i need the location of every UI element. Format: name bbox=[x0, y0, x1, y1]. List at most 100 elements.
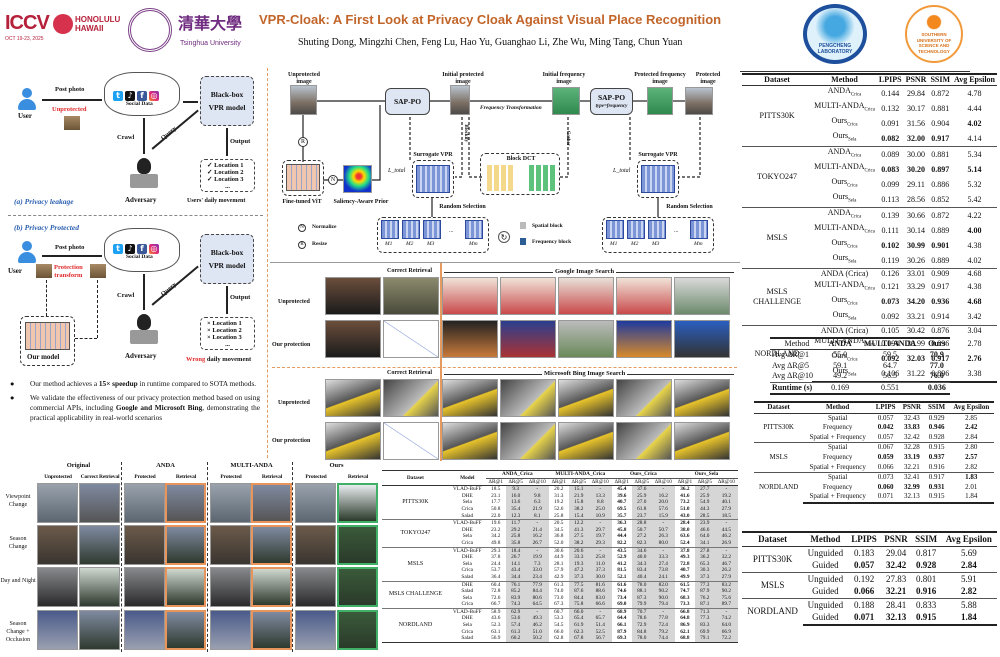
value-cell: 0.916 bbox=[928, 462, 945, 471]
dashed-link bbox=[75, 338, 97, 339]
arrow bbox=[183, 101, 198, 103]
fine-tuned-vit bbox=[286, 164, 320, 191]
group-header: Ours_Crica bbox=[611, 470, 675, 479]
value-cell: 51.0 bbox=[680, 505, 690, 512]
column-header: SSIM bbox=[911, 531, 941, 547]
value-cell: 66.7 bbox=[491, 601, 501, 608]
value-cell: 68.9 bbox=[611, 607, 632, 616]
column-header: PSNR bbox=[880, 531, 912, 547]
value-cell: 61.5 bbox=[674, 580, 695, 589]
method-subscript: Crica bbox=[850, 215, 862, 220]
value-cell: 72.8 bbox=[491, 588, 501, 595]
metric-header: ΔR@5 bbox=[571, 478, 586, 485]
value-cell: 0.801 bbox=[911, 571, 941, 585]
dashed-link bbox=[46, 280, 47, 316]
value-cell: - bbox=[651, 607, 675, 616]
value-cell: 79.1 bbox=[694, 635, 715, 643]
method-cell: Spatial + Frequency bbox=[803, 463, 872, 473]
value-cell: 63.6 bbox=[680, 533, 690, 540]
value-cell: 66.9 bbox=[714, 628, 738, 636]
value-cell: 32.42 bbox=[885, 560, 907, 570]
row-label: Viewpoint Change bbox=[5, 494, 31, 508]
tsinghua-name: Tsinghua University bbox=[180, 40, 241, 47]
method-subscript: Sela bbox=[848, 316, 857, 322]
value-cell: 33.0 bbox=[525, 567, 549, 574]
google-label: Google Image Search bbox=[553, 268, 617, 275]
social-icons: t♪f◎ bbox=[112, 238, 160, 256]
row-label: Season Change + Occlusion bbox=[5, 621, 31, 643]
value-cell: 32.13 bbox=[899, 492, 925, 504]
value-cell: 51.4 bbox=[588, 622, 612, 629]
block-dct-label: Block DCT bbox=[506, 156, 536, 162]
value-cell: 62.1 bbox=[680, 628, 690, 635]
value-cell: 79.4 bbox=[651, 601, 675, 609]
value-cell: 64.0 bbox=[714, 622, 738, 629]
value-cell: 1.84 bbox=[940, 611, 997, 626]
value-cell: 27.8 bbox=[694, 546, 715, 555]
resize-icon: R bbox=[298, 137, 308, 147]
method-name: ANDA bbox=[827, 208, 851, 218]
retrieval-image bbox=[79, 525, 120, 565]
value-cell: 66.6 bbox=[588, 601, 612, 609]
adversary-label: Adversary bbox=[125, 352, 157, 360]
unprotected-image bbox=[290, 85, 317, 115]
missing-retrieval-placeholder bbox=[383, 422, 439, 460]
value-cell: 21.9 bbox=[568, 492, 589, 500]
vit-label: Fine-tuned ViT bbox=[282, 199, 322, 205]
bullet-icon: ● bbox=[10, 379, 15, 388]
location-item: ✓ Location 1 bbox=[207, 162, 244, 169]
caption-b: (b) Privacy Protected bbox=[14, 223, 79, 232]
value-cell: 0.121 bbox=[881, 282, 900, 292]
column-header: Method bbox=[812, 73, 877, 87]
method-name: ANDA bbox=[827, 86, 851, 96]
method-cell: MULTI-ANDACrica bbox=[812, 101, 877, 116]
protected-freq-label: Protected frequency image bbox=[634, 72, 686, 85]
value-cell: 19.9 bbox=[525, 554, 549, 561]
value-cell: 80.0 bbox=[651, 539, 675, 548]
value-cell: 63.1 bbox=[491, 628, 501, 635]
value-cell: 29.3 bbox=[485, 546, 506, 555]
value-cell: 52.4 bbox=[680, 539, 690, 546]
value-cell: 0.876 bbox=[928, 324, 953, 337]
model-label: M1 bbox=[385, 241, 393, 247]
arrow bbox=[42, 255, 102, 257]
row-label: Day and Night bbox=[0, 578, 36, 584]
iccv-dates: OCT 19-23, 2025 bbox=[5, 36, 44, 42]
dataset-cell: TOKYO247 bbox=[742, 146, 813, 208]
value-cell: 46.6 bbox=[694, 526, 715, 534]
value-cell: 17.7 bbox=[491, 499, 501, 506]
value-cell: 69.5 bbox=[617, 505, 627, 512]
value-cell: 58.9 bbox=[485, 607, 506, 616]
value-cell: 49.3 bbox=[525, 615, 549, 623]
surrogate-vpr-box bbox=[412, 160, 454, 198]
value-cell: 74.0 bbox=[554, 588, 564, 595]
value-cell: 37.8 bbox=[674, 546, 695, 555]
value-cell: 61.9 bbox=[568, 622, 589, 629]
ltotal-label: L_total bbox=[613, 168, 631, 174]
column-header: Dataset bbox=[742, 73, 813, 87]
metric-label: Avg ΔR@5 bbox=[772, 360, 810, 370]
value-cell: 32.42 bbox=[904, 432, 920, 441]
value-cell: 83.3 bbox=[694, 622, 715, 629]
model-cell: Salad bbox=[461, 588, 474, 595]
value-cell: 5.32 bbox=[967, 179, 982, 189]
search-result-image bbox=[616, 379, 672, 417]
method-cell: OursCrica bbox=[812, 238, 877, 253]
value-cell: 23.7 bbox=[631, 512, 652, 520]
search-result-image bbox=[616, 422, 672, 460]
method-name: Guided bbox=[812, 612, 839, 622]
method-subscript: Sela bbox=[848, 260, 857, 265]
vpr-model-label: VPR model bbox=[208, 261, 246, 270]
value-cell: 86.9 bbox=[680, 622, 690, 629]
value-cell: 23.4 bbox=[525, 573, 549, 581]
facebook-icon: f bbox=[137, 91, 147, 101]
value-cell: 75.6 bbox=[714, 594, 738, 602]
